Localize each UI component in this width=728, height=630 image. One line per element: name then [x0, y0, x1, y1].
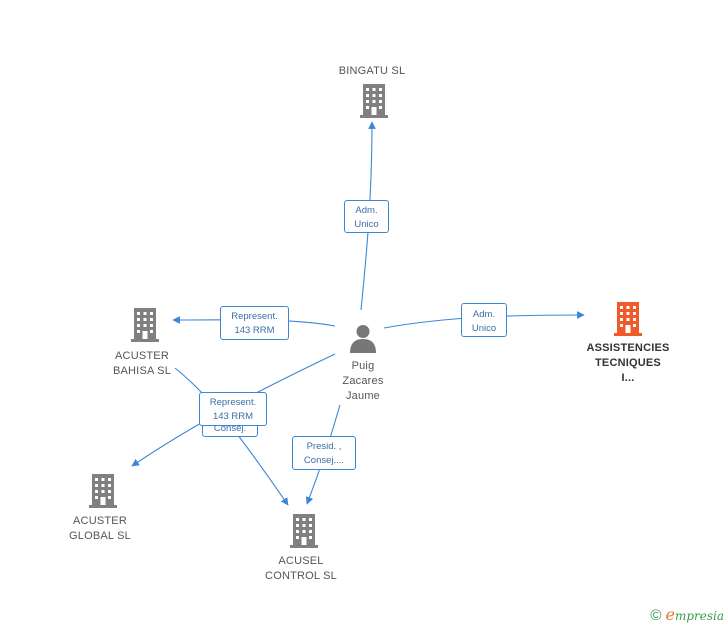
company-label-acuster-global[interactable]: ACUSTER GLOBAL SL — [69, 515, 131, 542]
brand-name: mpresia — [674, 609, 724, 623]
building-icon — [131, 308, 159, 342]
building-icon — [290, 514, 318, 548]
brand-logo-icon: e — [665, 605, 675, 624]
brand-footer: ©empresia — [650, 605, 724, 624]
edge-label-assistencies: Adm. Unico — [461, 303, 507, 337]
edge-label-bingatu: Adm. Unico — [344, 200, 389, 233]
building-icon — [89, 474, 117, 508]
building-icon-highlighted — [614, 302, 642, 336]
company-label-acuster-bahisa[interactable]: ACUSTER BAHISA SL — [112, 350, 172, 377]
company-label-assistencies[interactable]: ASSISTENCIES TECNIQUES I... — [586, 342, 670, 384]
person-icon — [350, 325, 376, 353]
edge-label-acuster-bahisa: Represent. 143 RRM — [220, 306, 289, 340]
copyright-icon: © — [650, 607, 662, 624]
company-label-acusel-control[interactable]: ACUSEL CONTROL SL — [265, 555, 337, 582]
company-label-bingatu[interactable]: BINGATU SL — [338, 65, 406, 77]
edge-label-acusel: Presid. , Consej.... — [292, 436, 356, 470]
edge-label-acuster-global: Represent. 143 RRM — [199, 392, 267, 426]
building-icon — [360, 84, 388, 118]
person-label[interactable]: Puig Zacares Jaume — [342, 360, 384, 402]
